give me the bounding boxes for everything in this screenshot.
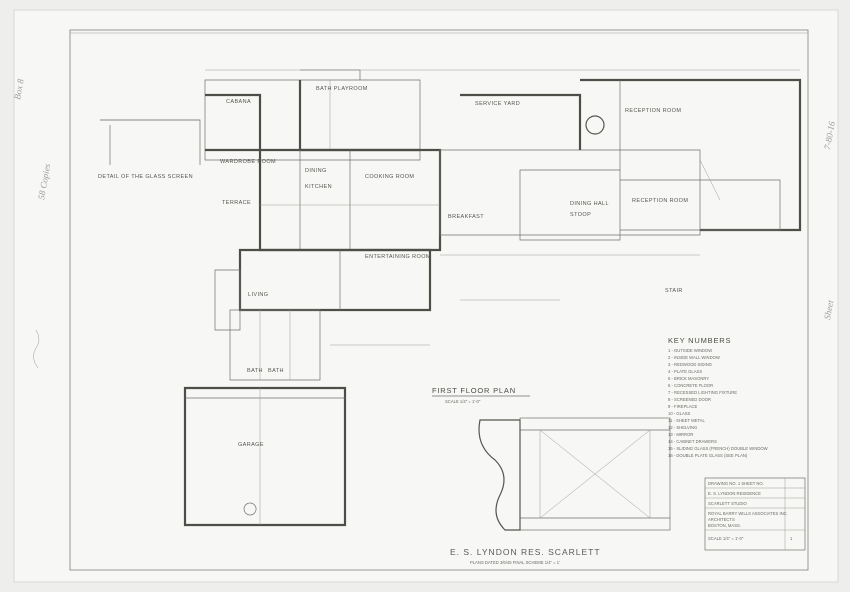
room-bath-2: Bath xyxy=(247,368,263,374)
room-dining-hall: Dining Hall xyxy=(570,201,609,207)
detail-left-label: Detail of the Glass Screen xyxy=(98,174,193,180)
room-bath: Bath xyxy=(268,368,284,374)
title-block-firm2: Architects xyxy=(708,517,735,522)
room-living: Living xyxy=(248,292,268,298)
title-block-location: Boston, Mass. xyxy=(708,523,741,528)
key-item: 1 - Outside window xyxy=(668,348,712,353)
margin-scribble xyxy=(33,329,40,369)
key-item: 10 - Glass xyxy=(668,411,691,416)
drawing-scale: Scale 1/4" = 1'-0" xyxy=(445,399,481,404)
bottom-subtitle: Plans dated 3/6/45 final scheme 1/4" = 1… xyxy=(470,560,560,565)
key-legend: Key Numbers 1 - Outside window 2 - Inside… xyxy=(668,336,768,458)
title-block-line3: Scarlett Studio xyxy=(708,501,748,506)
key-item: 11 - Sheet metal xyxy=(668,418,705,423)
room-stair: Stair xyxy=(665,288,683,294)
key-item: 9 - Fireplace xyxy=(668,404,698,409)
margin-note-left-1: Box 8 xyxy=(12,78,26,101)
bracket-profile xyxy=(478,419,521,531)
room-wardrobe: Wardrobe Room xyxy=(220,159,276,165)
key-item: 14 - Cabinet drawers xyxy=(668,439,717,444)
key-item: 13 - Mirror xyxy=(668,432,693,437)
key-item: 16 - Double plate glass (see plan) xyxy=(668,453,748,458)
room-garage: Garage xyxy=(238,442,264,448)
key-item: 15 - Sliding glass (French) double windo… xyxy=(668,446,768,451)
title-block-sheet: 1 xyxy=(790,536,793,541)
border-frame xyxy=(69,29,809,571)
margin-note-right-1: 7-80-16 xyxy=(822,120,837,150)
room-stoop: Stoop xyxy=(570,212,591,218)
room-dining: Dining xyxy=(305,168,327,174)
room-entertaining: Entertaining Room xyxy=(365,254,431,260)
room-kitchen: Kitchen xyxy=(305,184,332,190)
key-item: 12 - Shelving xyxy=(668,425,697,430)
room-cabana: Cabana xyxy=(226,99,251,105)
room-bath-playroom: Bath Playroom xyxy=(316,86,368,92)
title-block-line1: Drawing No. 1 Sheet No. xyxy=(708,481,764,486)
margin-note-right-2: Sheet xyxy=(822,299,835,320)
key-item: 8 - Screened door xyxy=(668,397,711,402)
room-breakfast: Breakfast xyxy=(448,214,484,220)
title-block-line2: E. S. Lyndon Residence xyxy=(708,491,761,496)
bottom-title: E. S. Lyndon Res. Scarlett xyxy=(450,547,601,557)
title-block-date: Scale 1/4" = 1'-0" xyxy=(708,536,744,541)
paper xyxy=(13,9,839,583)
room-terrace: Terrace xyxy=(222,200,251,206)
key-item: 2 - Inside wall window xyxy=(668,355,720,360)
key-item: 3 - Redwood siding xyxy=(668,362,712,367)
garage-outline xyxy=(183,386,347,527)
drawing-title: First Floor Plan xyxy=(432,386,516,395)
key-title: Key Numbers xyxy=(668,336,731,345)
fireplace-symbol xyxy=(585,115,605,135)
window-detail xyxy=(478,417,671,531)
floor-plan xyxy=(100,69,802,527)
room-reception: Reception Room xyxy=(625,108,681,114)
key-item: 6 - Concrete floor xyxy=(668,383,713,388)
key-item: 7 - Recessed lighting fixture xyxy=(668,390,737,395)
key-item: 5 - Brick masonry xyxy=(668,376,709,381)
room-cooking: Cooking Room xyxy=(365,174,414,180)
room-reception-2: Reception Room xyxy=(632,198,688,204)
title-block-firm: Royal Barry Wills Associates Inc. xyxy=(708,511,788,516)
title-block: Drawing No. 1 Sheet No. E. S. Lyndon Res… xyxy=(704,477,806,551)
key-item: 4 - Plate glass xyxy=(668,369,702,374)
room-service-yard: Service Yard xyxy=(475,101,520,107)
